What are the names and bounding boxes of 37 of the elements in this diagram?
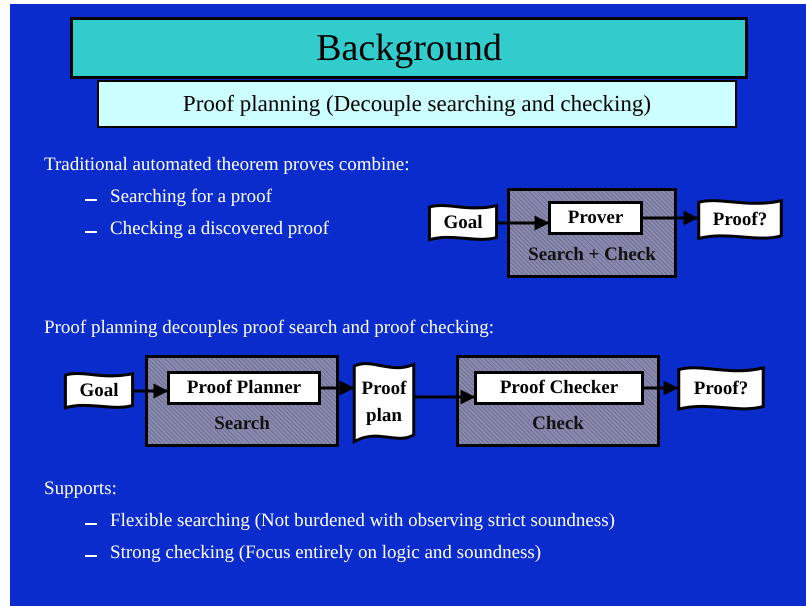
node-label: Proof? (712, 208, 768, 232)
node-label: Prover (568, 206, 624, 230)
arrow (321, 380, 354, 396)
arrow (498, 216, 550, 230)
document-shape (353, 361, 415, 445)
node-label: Proof plan (360, 377, 408, 428)
arrow (643, 210, 698, 226)
arrow (644, 380, 678, 396)
process-box (167, 371, 321, 405)
document-flag (697, 199, 783, 241)
list-item: Flexible searching (Not burdened with observing strict soundness) (110, 510, 615, 532)
node-label: Proof Checker (500, 376, 618, 400)
title-banner: Background (70, 17, 748, 79)
process-box (474, 371, 644, 405)
body-text: Supports: (44, 478, 117, 500)
subtitle-banner: Proof planning (Decouple searching and checking) (97, 80, 737, 128)
node-label: Search (214, 412, 270, 436)
process-box (548, 201, 643, 235)
process-group (456, 355, 660, 447)
node-label: Goal (443, 210, 483, 235)
process-group (507, 188, 677, 278)
list-item: Strong checking (Focus entirely on logic and soundness) (110, 542, 542, 564)
arrow (134, 384, 168, 398)
list-item: Checking a discovered proof (110, 218, 329, 240)
process-group (145, 355, 339, 447)
node-label: Search + Check (528, 243, 656, 268)
body-text: Proof planning decouples proof search and proof checking: (44, 317, 494, 339)
arrow (415, 390, 476, 404)
node-label: Proof Planner (186, 376, 302, 400)
node-label: Proof? (694, 376, 748, 401)
document-flag (677, 366, 765, 412)
node-label: Goal (79, 378, 119, 403)
node-label: Check (532, 412, 584, 436)
document-flag (64, 372, 134, 410)
list-item: Searching for a proof (110, 186, 272, 208)
document-flag (428, 204, 498, 242)
body-text: Traditional automated theorem proves combine: (44, 154, 410, 176)
